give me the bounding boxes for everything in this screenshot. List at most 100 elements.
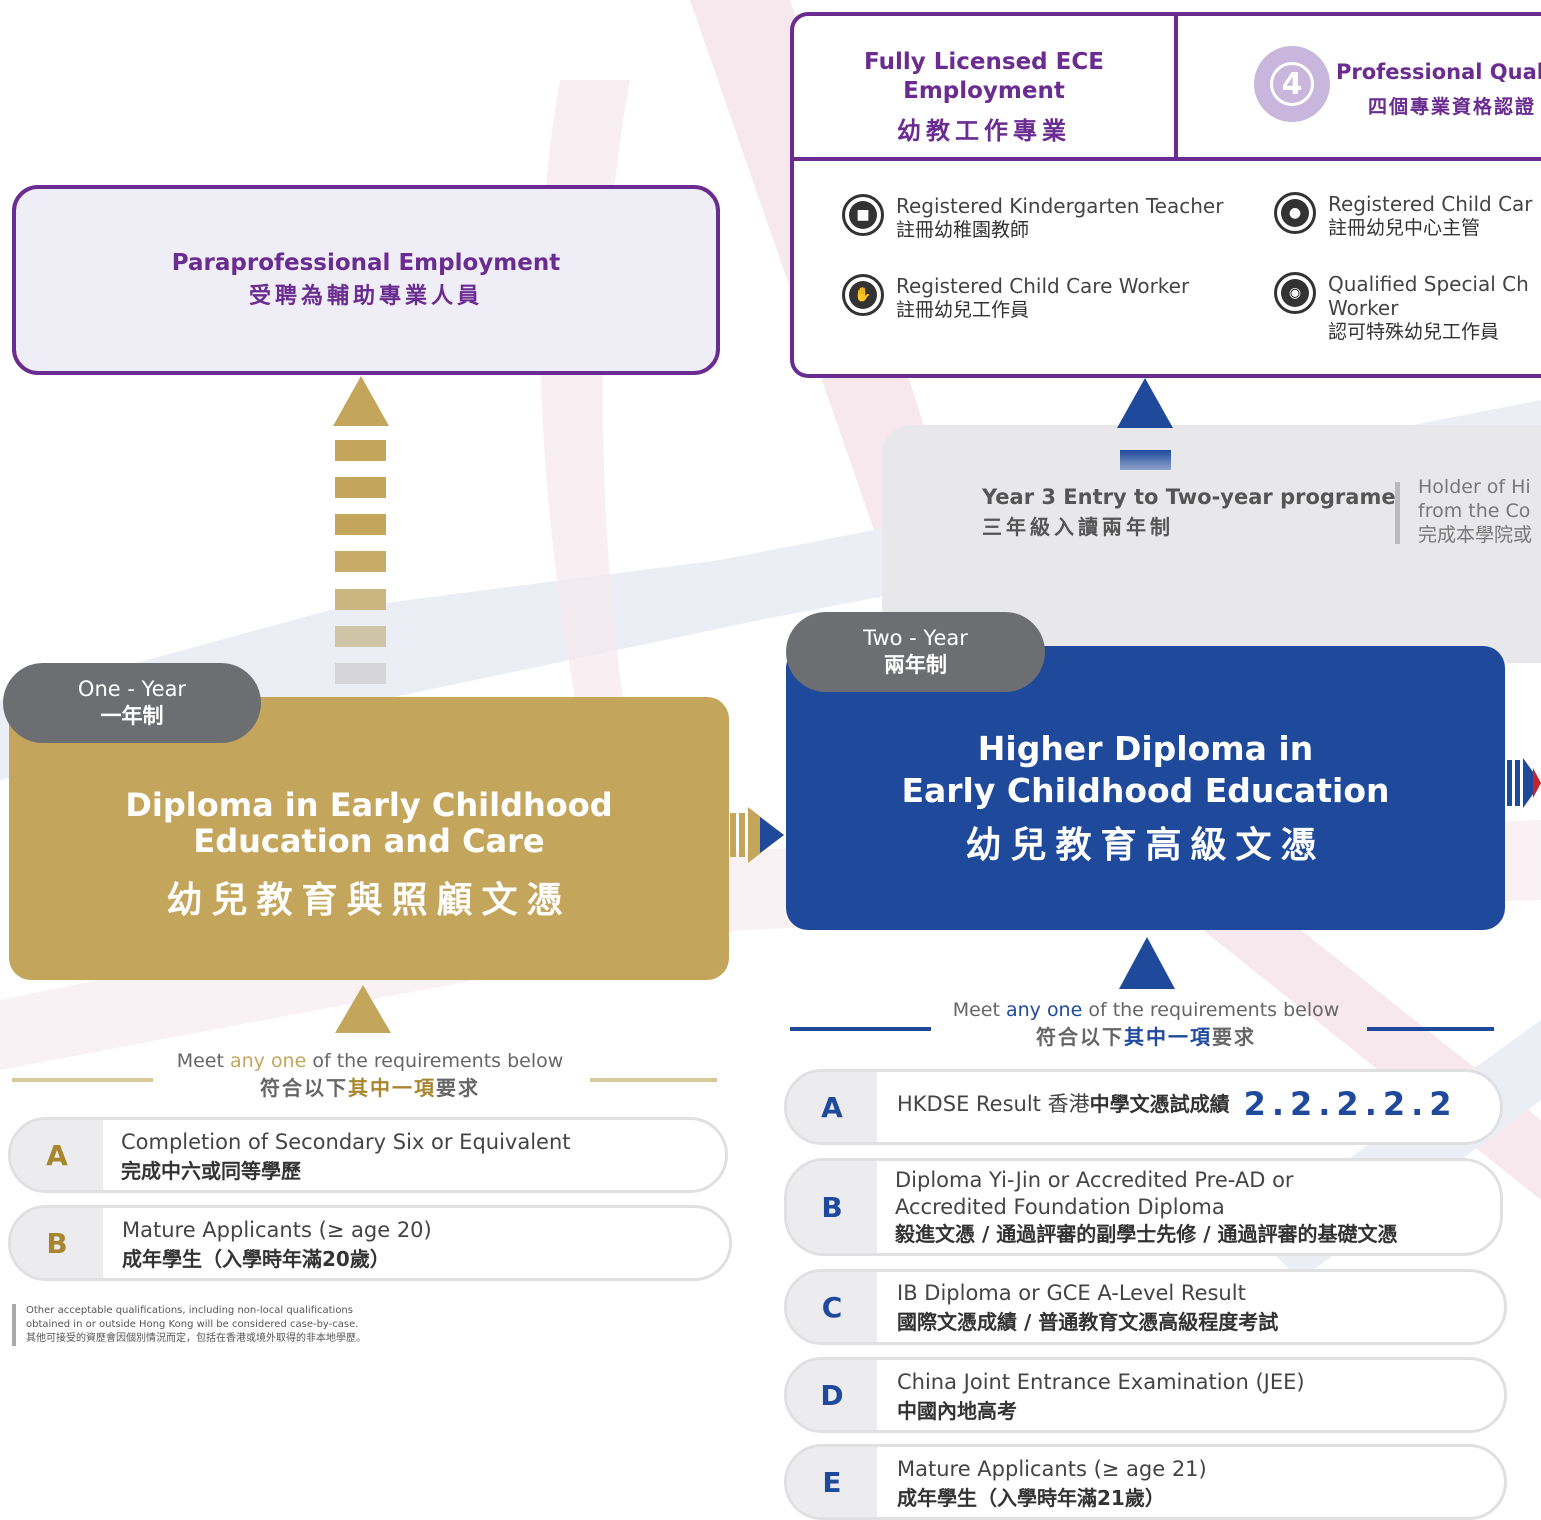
arrow-up-blue-head xyxy=(1117,378,1173,428)
higher-diploma-requirement-row: B Diploma Yi-Jin or Accredited Pre-AD or… xyxy=(784,1158,1503,1256)
requirement-en: IB Diploma or GCE A-Level Result xyxy=(897,1281,1246,1305)
diploma-programme-box: Diploma in Early Childhood Education and… xyxy=(9,697,729,980)
duration-zh: 一年制 xyxy=(100,704,164,728)
higher-diploma-title-zh: 幼兒教育高級文憑 xyxy=(965,825,1326,866)
req-text-zh: 符合以下 xyxy=(1036,1025,1124,1049)
role-label-zh: 註冊幼稚園教師 xyxy=(896,219,1030,241)
role-child-care-worker: ✋ Registered Child Care Worker 註冊幼兒工作員 xyxy=(842,274,1189,322)
licensed-title-en-line1: Fully Licensed ECE xyxy=(864,49,1104,75)
requirement-text: Mature Applicants (≥ age 21) 成年學生（入學時年滿2… xyxy=(897,1455,1207,1513)
requirement-zh: 毅進文憑 / 通過評審的副學士先修 / 通過評審的基礎文憑 xyxy=(895,1222,1398,1246)
requirement-zh: 成年學生（入學時年滿20歲） xyxy=(122,1247,390,1271)
paraprofessional-title-en: Paraprofessional Employment xyxy=(171,250,561,276)
role-label-en: Registered Child Car xyxy=(1328,192,1533,216)
requirement-zh: 完成中六或同等學歷 xyxy=(121,1159,301,1183)
arrow-right-icon xyxy=(730,807,784,863)
req-highlight: any one xyxy=(1005,999,1083,1021)
arrow-up-gold-head xyxy=(333,376,389,426)
diploma-requirement-row: A Completion of Secondary Six or Equival… xyxy=(8,1117,728,1193)
arrow-dash xyxy=(335,589,386,610)
req-highlight-zh: 其中一項 xyxy=(348,1076,436,1100)
higher-diploma-requirement-row: E Mature Applicants (≥ age 21) 成年學生（入學時年… xyxy=(784,1444,1507,1520)
req-text-zh: 要求 xyxy=(436,1076,480,1100)
arrow-up-blue-head xyxy=(1119,937,1175,989)
role-label-zh: 認可特殊幼兒工作員 xyxy=(1328,321,1500,343)
licensed-title-en: Fully Licensed ECE Employment xyxy=(794,48,1174,106)
diploma-title-en-line2: Education and Care xyxy=(193,822,545,860)
req-text: Meet xyxy=(176,1050,230,1072)
requirement-en-line1: Diploma Yi-Jin or Accredited Pre-AD or xyxy=(895,1168,1294,1192)
header-divider-vertical xyxy=(1174,16,1178,159)
duration-en: One - Year xyxy=(77,677,187,701)
requirement-letter: B xyxy=(11,1208,103,1278)
higher-diploma-requirements-heading: Meet any one of the requirements below 符… xyxy=(926,999,1366,1050)
one-year-duration-pill: One - Year 一年制 xyxy=(3,663,261,743)
requirement-letter: B xyxy=(787,1161,877,1253)
higher-diploma-requirement-row: A HKDSE Result 香港 中學文憑試成績 2.2.2.2.2 xyxy=(784,1069,1503,1145)
hands-icon: ✋ xyxy=(842,274,884,316)
requirement-zh: 中學文憑試成績 xyxy=(1089,1092,1230,1116)
arrow-right-partial-icon xyxy=(1507,758,1541,808)
header-divider-horizontal xyxy=(794,157,1541,161)
arrow-dash xyxy=(335,440,386,461)
year3-title-en: Year 3 Entry to Two-year programe xyxy=(982,485,1396,509)
req-text: of the requirements below xyxy=(1082,999,1340,1021)
requirement-en: HKDSE Result 香港 xyxy=(897,1092,1090,1116)
divider-line xyxy=(1367,1027,1494,1031)
two-year-duration-pill: Two - Year 兩年制 xyxy=(786,612,1045,692)
brain-head-icon: ◉ xyxy=(1274,272,1316,314)
higher-diploma-requirement-row: C IB Diploma or GCE A-Level Result 國際文憑成… xyxy=(784,1269,1507,1345)
divider-line xyxy=(12,1078,153,1082)
role-label-en-line1: Qualified Special Ch xyxy=(1328,272,1529,296)
arrow-up-gold-head xyxy=(335,985,391,1033)
professional-qualification-zh: 四個專業資格認證 xyxy=(1368,96,1537,118)
diploma-title-en: Diploma in Early Childhood Education and… xyxy=(9,787,729,859)
req-text: Meet xyxy=(952,999,1006,1021)
requirement-text: Completion of Secondary Six or Equivalen… xyxy=(121,1128,571,1186)
arrow-dash xyxy=(335,514,386,535)
arrow-dash xyxy=(335,626,386,647)
footnote-line: obtained in or outside Hong Kong will be… xyxy=(26,1319,359,1330)
role-label-zh: 註冊幼兒工作員 xyxy=(896,299,1030,321)
req-text: of the requirements below xyxy=(306,1050,564,1072)
higher-diploma-requirement-row: D China Joint Entrance Examination (JEE)… xyxy=(784,1357,1507,1433)
higher-diploma-title-en-line2: Early Childhood Education xyxy=(901,771,1390,810)
arrow-dash xyxy=(1120,450,1171,470)
requirement-letter: C xyxy=(787,1272,877,1342)
higher-diploma-title-en: Higher Diploma in Early Childhood Educat… xyxy=(786,728,1505,812)
footnote-line: 其他可接受的資歷會因個別情況而定，包括在香港或境外取得的非本地學歷。 xyxy=(26,1333,366,1344)
arrow-dash xyxy=(335,477,386,498)
duration-en: Two - Year xyxy=(863,626,968,650)
req-text-zh: 要求 xyxy=(1212,1025,1256,1049)
year3-detail-line2: from the Co xyxy=(1418,500,1531,522)
requirement-text: China Joint Entrance Examination (JEE) 中… xyxy=(897,1368,1305,1426)
role-label-zh: 註冊幼兒中心主管 xyxy=(1328,217,1481,239)
year3-detail-line3: 完成本學院或 xyxy=(1418,524,1533,546)
requirement-en-line2: Accredited Foundation Diploma xyxy=(895,1195,1225,1219)
role-child-care-supervisor: ● Registered Child Car 註冊幼兒中心主管 xyxy=(1274,192,1533,240)
licensed-employment-box: Fully Licensed ECE Employment 幼教工作專業 4 P… xyxy=(790,12,1541,378)
higher-diploma-title-en-line1: Higher Diploma in xyxy=(977,729,1314,768)
role-label-en-line2: Worker xyxy=(1328,296,1399,320)
duration-zh: 兩年制 xyxy=(884,653,947,677)
licensed-title-en-line2: Employment xyxy=(903,78,1065,104)
requirement-en: Mature Applicants (≥ age 20) xyxy=(122,1218,432,1242)
footnote-line: Other acceptable qualifications, includi… xyxy=(26,1305,353,1316)
req-highlight: any one xyxy=(229,1050,307,1072)
requirement-zh: 中國內地高考 xyxy=(897,1399,1017,1423)
role-kindergarten-teacher: ■ Registered Kindergarten Teacher 註冊幼稚園教… xyxy=(842,194,1223,242)
year3-detail: Holder of Hi from the Co 完成本學院或 xyxy=(1418,475,1532,547)
arrow-dash xyxy=(335,551,386,572)
year3-divider xyxy=(1395,482,1400,544)
diploma-requirement-row: B Mature Applicants (≥ age 20) 成年學生（入學時年… xyxy=(8,1205,732,1281)
requirement-zh: 國際文憑成績 / 普通教育文憑高級程度考試 xyxy=(897,1310,1279,1334)
divider-line xyxy=(790,1027,931,1031)
requirement-text: HKDSE Result 香港 中學文憑試成績 2.2.2.2.2 xyxy=(897,1088,1458,1120)
requirement-text: Mature Applicants (≥ age 20) 成年學生（入學時年滿2… xyxy=(122,1216,432,1274)
requirement-text: Diploma Yi-Jin or Accredited Pre-AD or A… xyxy=(895,1167,1397,1248)
professional-qualification-en: Professional Qualit xyxy=(1336,60,1541,84)
person-gear-icon: ● xyxy=(1274,192,1316,234)
divider-line xyxy=(590,1078,717,1082)
diploma-title-zh: 幼兒教育與照顧文憑 xyxy=(166,880,572,921)
requirement-letter: A xyxy=(11,1120,103,1190)
